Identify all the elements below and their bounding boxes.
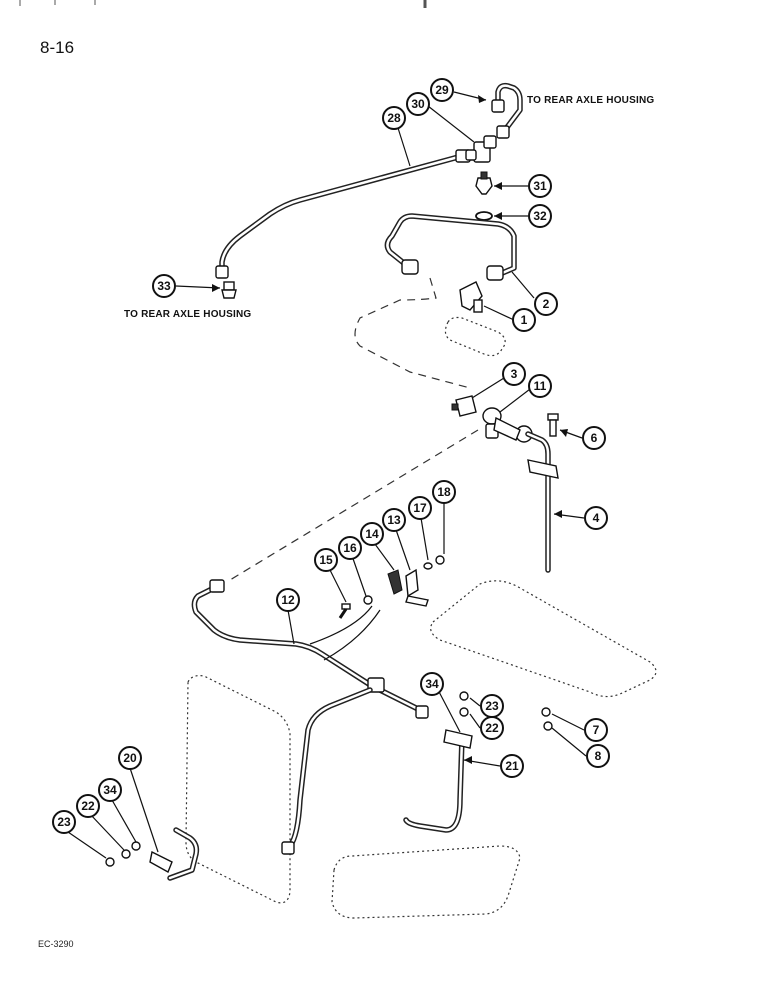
tube-29: [491, 82, 523, 139]
callout-13: 13: [382, 508, 406, 532]
svg-text:28: 28: [387, 111, 401, 125]
callout-8: 8: [586, 744, 610, 768]
callout-16: 16: [338, 536, 362, 560]
bolt-6: [547, 413, 559, 437]
svg-text:1: 1: [521, 313, 528, 327]
callout-30: 30: [406, 92, 430, 116]
callout-34-center: 34: [420, 672, 444, 696]
page-number: 8-16: [40, 38, 75, 57]
callouts: 29 30 28 31 32 33 2 1 3 11 6 4 18 17 13 …: [52, 78, 610, 834]
callout-3: 3: [502, 362, 526, 386]
callout-20: 20: [118, 746, 142, 770]
svg-text:32: 32: [533, 209, 547, 223]
tube-21: [403, 729, 473, 833]
callout-33: 33: [152, 274, 176, 298]
callout-23-left: 23: [52, 810, 76, 834]
callout-34-left: 34: [98, 778, 122, 802]
svg-text:22: 22: [81, 799, 95, 813]
tube-2: [384, 213, 517, 281]
fitting-30: [465, 135, 497, 163]
o-ring-32: [475, 211, 493, 221]
callout-32: 32: [528, 204, 552, 228]
callout-22-center: 22: [480, 716, 504, 740]
svg-text:30: 30: [411, 97, 425, 111]
callout-28: 28: [382, 106, 406, 130]
note-top-rear-axle: TO REAR AXLE HOUSING: [527, 95, 655, 106]
callout-31: 31: [528, 174, 552, 198]
svg-text:12: 12: [281, 593, 295, 607]
fitting-3: [451, 395, 477, 417]
svg-text:31: 31: [533, 179, 547, 193]
scan-marks: [19, 0, 427, 8]
callout-11: 11: [528, 374, 552, 398]
fitting-1: [459, 281, 483, 313]
svg-text:34: 34: [103, 783, 117, 797]
callout-12: 12: [276, 588, 300, 612]
svg-text:8: 8: [595, 749, 602, 763]
svg-text:23: 23: [57, 815, 71, 829]
callout-21: 21: [500, 754, 524, 778]
callout-2: 2: [534, 292, 558, 316]
dashed-routes: [229, 277, 479, 581]
callout-6: 6: [582, 426, 606, 450]
footer-code: EC-3290: [38, 939, 74, 949]
callout-4: 4: [584, 506, 608, 530]
svg-text:18: 18: [437, 485, 451, 499]
callout-22-left: 22: [76, 794, 100, 818]
tube-28: [215, 149, 471, 279]
svg-text:23: 23: [485, 699, 499, 713]
hardware-center: [459, 691, 553, 731]
callout-1: 1: [512, 308, 536, 332]
svg-text:15: 15: [319, 553, 333, 567]
svg-text:22: 22: [485, 721, 499, 735]
clamp-group: [338, 555, 445, 619]
callout-23-center: 23: [480, 694, 504, 718]
callout-7: 7: [584, 718, 608, 742]
svg-text:20: 20: [123, 751, 137, 765]
note-left-rear-axle: TO REAR AXLE HOUSING: [124, 309, 252, 320]
svg-text:13: 13: [387, 513, 401, 527]
svg-text:16: 16: [343, 541, 357, 555]
svg-text:4: 4: [593, 511, 600, 525]
fitting-31: [475, 171, 493, 195]
tube-20: [105, 827, 200, 881]
callout-14: 14: [360, 522, 384, 546]
tee-11: [482, 407, 533, 443]
fitting-33: [221, 281, 237, 299]
svg-text:34: 34: [425, 677, 439, 691]
callout-18: 18: [432, 480, 456, 504]
svg-text:6: 6: [591, 431, 598, 445]
callout-17: 17: [408, 496, 432, 520]
arrowheads: [212, 95, 568, 764]
callout-15: 15: [314, 548, 338, 572]
callout-29: 29: [430, 78, 454, 102]
svg-text:3: 3: [511, 367, 518, 381]
tube-4: [525, 431, 559, 573]
gasket-plates: [185, 316, 657, 919]
svg-text:21: 21: [505, 759, 519, 773]
tube-12: [191, 579, 429, 855]
svg-text:29: 29: [435, 83, 449, 97]
svg-text:7: 7: [593, 723, 600, 737]
svg-text:2: 2: [543, 297, 550, 311]
svg-text:11: 11: [534, 379, 547, 393]
svg-text:14: 14: [365, 527, 379, 541]
svg-text:17: 17: [413, 501, 427, 515]
svg-text:33: 33: [157, 279, 171, 293]
leader-lines: [67, 91, 587, 859]
